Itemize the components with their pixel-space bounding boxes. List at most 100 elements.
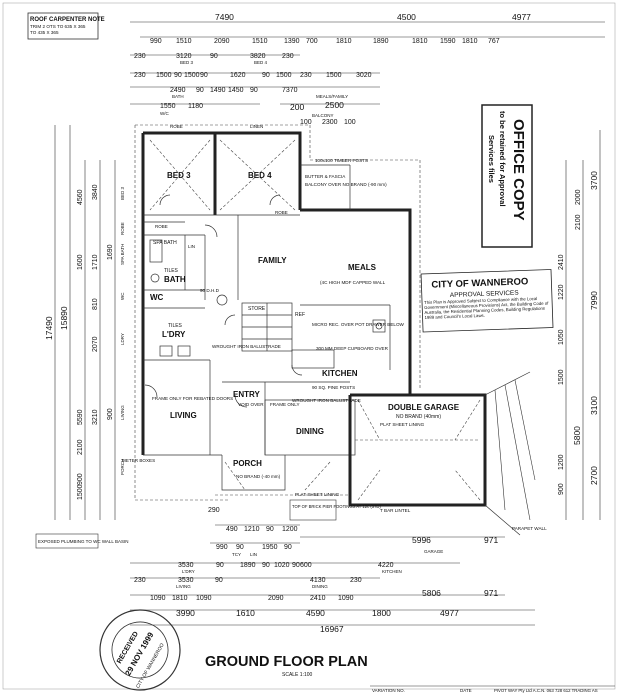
svg-text:1950: 1950 <box>262 544 278 551</box>
approval-stamp: CITY OF WANNEROO APPROVAL SERVICES This … <box>420 269 554 333</box>
svg-text:1090: 1090 <box>196 595 212 602</box>
svg-text:T BAR LINTEL: T BAR LINTEL <box>380 508 411 513</box>
svg-text:3100: 3100 <box>589 396 599 415</box>
svg-text:5996: 5996 <box>412 535 431 545</box>
top-dimensions: 7490 4500 4977 990 1510 2090 1510 1390 7… <box>130 12 605 129</box>
room-bed-3: BED 3 <box>167 171 191 180</box>
svg-text:230: 230 <box>134 577 146 584</box>
room-entry: ENTRY <box>233 390 260 399</box>
svg-text:1690: 1690 <box>107 244 114 260</box>
svg-text:230: 230 <box>300 72 312 79</box>
svg-text:90: 90 <box>262 72 270 79</box>
plan-title-text: GROUND FLOOR PLAN <box>205 654 368 670</box>
svg-text:1090: 1090 <box>150 595 166 602</box>
svg-text:3530: 3530 <box>178 562 194 569</box>
svg-text:1020: 1020 <box>274 562 290 569</box>
svg-text:4560: 4560 <box>77 189 84 205</box>
svg-text:1500: 1500 <box>184 72 200 79</box>
roof-note-line3: TO 435 X 365 <box>30 30 59 35</box>
room-dining: DINING <box>296 427 324 436</box>
svg-text:2410: 2410 <box>310 595 326 602</box>
svg-text:PLAT SHEET LINING: PLAT SHEET LINING <box>295 492 340 497</box>
svg-text:90 SQ. PINE POSTS: 90 SQ. PINE POSTS <box>312 385 355 390</box>
svg-text:971: 971 <box>484 535 498 545</box>
svg-text:ROBE: ROBE <box>275 210 288 215</box>
roof-carpenter-note: ROOF CARPENTER NOTE TRIM 2 OTS TO 635 X … <box>27 12 105 40</box>
svg-text:1890: 1890 <box>240 562 256 569</box>
svg-text:5590: 5590 <box>77 409 84 425</box>
svg-text:1510: 1510 <box>176 38 192 45</box>
svg-text:90 D.H.D: 90 D.H.D <box>200 288 220 293</box>
room-kitchen: KITCHEN <box>322 369 358 378</box>
svg-text:1610: 1610 <box>236 608 255 618</box>
svg-text:LIVING: LIVING <box>120 405 125 420</box>
svg-text:900: 900 <box>77 473 84 485</box>
svg-text:5800: 5800 <box>572 426 582 445</box>
plan-scale: SCALE 1:100 <box>282 672 313 678</box>
svg-text:230: 230 <box>350 577 362 584</box>
svg-text:ROBE: ROBE <box>120 222 125 235</box>
svg-text:1220: 1220 <box>558 284 565 300</box>
svg-text:1390: 1390 <box>284 38 300 45</box>
svg-text:1500: 1500 <box>326 72 342 79</box>
plumbing-note: EXPOSED PLUMBING TO WC WALL BASIN <box>35 533 129 549</box>
bottom-dimensions: 290 490 1210 90 1200 990 90 1950 90 5996… <box>130 507 535 634</box>
svg-text:990: 990 <box>150 38 162 45</box>
office-copy-stamp: OFFICE COPY to be retained for Approval … <box>481 104 533 248</box>
svg-text:100: 100 <box>344 119 356 126</box>
title-block-footer: VARIATION NO. DATE PIVOT WAY Pty Ltd A.C… <box>370 685 615 693</box>
svg-text:PIVOT WAY Pty Ltd A.C.N. 063 7: PIVOT WAY Pty Ltd A.C.N. 063 728 612 TRA… <box>494 688 598 693</box>
svg-text:KITCHEN: KITCHEN <box>382 569 402 574</box>
svg-text:BALCONY: BALCONY <box>312 113 334 118</box>
svg-text:PLAT SHEET LINING: PLAT SHEET LINING <box>380 422 425 427</box>
svg-text:METER BOXES: METER BOXES <box>122 458 155 463</box>
house-walls <box>134 124 536 536</box>
svg-text:BED 3: BED 3 <box>180 60 194 65</box>
svg-text:1500: 1500 <box>77 484 84 500</box>
right-dimensions: 3700 7990 3100 5800 2700 2000 2100 1220 … <box>558 130 601 520</box>
svg-text:OFFICE COPY: OFFICE COPY <box>510 119 527 221</box>
svg-text:1710: 1710 <box>92 254 99 270</box>
svg-text:1800: 1800 <box>372 608 391 618</box>
svg-text:230: 230 <box>134 53 146 60</box>
svg-text:100: 100 <box>300 119 312 126</box>
room-wc: WC <box>150 293 164 302</box>
svg-text:CITY OF WANNEROO: CITY OF WANNEROO <box>431 276 528 290</box>
svg-text:90: 90 <box>236 544 244 551</box>
svg-text:4500: 4500 <box>397 12 416 22</box>
svg-text:ROBE: ROBE <box>155 224 168 229</box>
svg-text:1200: 1200 <box>558 454 565 470</box>
svg-text:90: 90 <box>284 544 292 551</box>
svg-text:2410: 2410 <box>558 254 565 270</box>
svg-text:Services files: Services files <box>487 135 496 183</box>
svg-text:REF: REF <box>295 312 305 318</box>
svg-text:971: 971 <box>484 588 498 598</box>
svg-text:NO BRAND (40mm): NO BRAND (40mm) <box>396 414 441 420</box>
left-dimensions: 17490 15890 4560 1600 5590 2100 1500 900… <box>44 125 125 520</box>
svg-text:1090: 1090 <box>338 595 354 602</box>
svg-text:3840: 3840 <box>92 184 99 200</box>
svg-text:LIVING: LIVING <box>176 584 191 589</box>
svg-text:2100: 2100 <box>575 214 582 230</box>
svg-text:1810: 1810 <box>462 38 478 45</box>
svg-text:90: 90 <box>292 562 300 569</box>
svg-text:2000: 2000 <box>575 189 582 205</box>
svg-text:MICRO REC. OVER POT DRAWER BEL: MICRO REC. OVER POT DRAWER BELOW <box>312 322 405 327</box>
svg-text:1210: 1210 <box>244 526 260 533</box>
room-family: FAMILY <box>258 256 287 265</box>
plan-notes: BUTTER & FASCIA BALCONY OVER NO BRAND (-… <box>122 158 547 531</box>
svg-text:2070: 2070 <box>92 336 99 352</box>
svg-text:BUTTER & FASCIA: BUTTER & FASCIA <box>305 174 346 179</box>
svg-text:90: 90 <box>216 562 224 569</box>
svg-text:90: 90 <box>266 526 274 533</box>
svg-text:1550: 1550 <box>160 103 176 110</box>
svg-text:4977: 4977 <box>440 608 459 618</box>
svg-text:PARAPET WALL: PARAPET WALL <box>512 526 547 531</box>
svg-text:300 MM DEEP CUPBOARD OVER: 300 MM DEEP CUPBOARD OVER <box>316 346 389 351</box>
svg-text:767: 767 <box>488 38 500 45</box>
svg-text:LIN: LIN <box>250 552 257 557</box>
svg-text:MEALS/FAMILY: MEALS/FAMILY <box>316 94 348 99</box>
svg-text:1050: 1050 <box>558 329 565 345</box>
svg-text:VARIATION NO.: VARIATION NO. <box>372 688 405 693</box>
